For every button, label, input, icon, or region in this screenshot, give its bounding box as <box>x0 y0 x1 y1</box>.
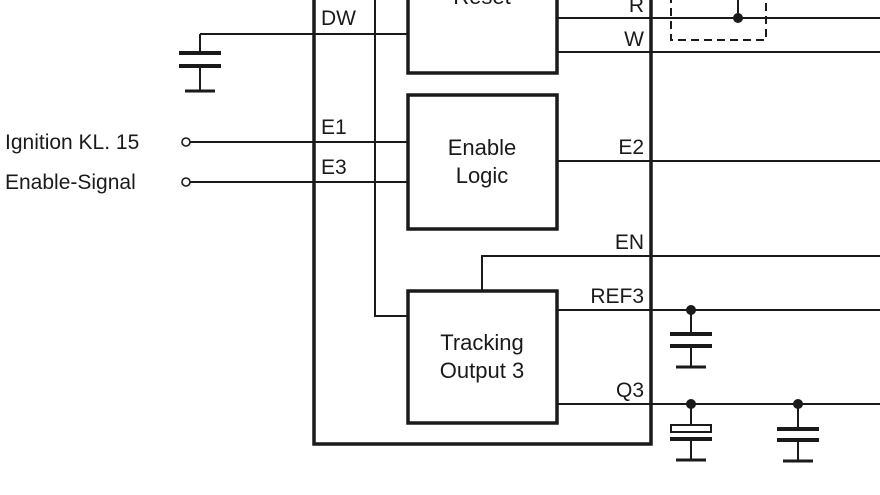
enable-logic-block <box>406 93 559 231</box>
tracking-output-block <box>406 289 559 425</box>
enable-logic-label-2: Logic <box>456 163 509 188</box>
pin-en-label: EN <box>615 231 644 254</box>
pin-e1-label: E1 <box>321 116 347 139</box>
ic-outline <box>312 0 653 446</box>
ref3-capacitor <box>670 310 712 369</box>
pin-dw-label: DW <box>321 7 356 30</box>
tracking-label-2: Output 3 <box>440 358 524 383</box>
pin-e3-label: E3 <box>321 156 347 179</box>
pin-ref3-label: REF3 <box>590 285 644 308</box>
en-wire <box>481 255 880 290</box>
reset-block-label: Reset <box>453 0 510 9</box>
reset-block <box>406 0 559 75</box>
pin-e2-label: E2 <box>618 136 644 159</box>
enable-signal-terminal <box>181 177 191 187</box>
pin-q3-label: Q3 <box>616 379 644 402</box>
pin-r-label: R <box>629 0 644 17</box>
dw-internal-wire <box>374 0 407 317</box>
q3-electrolytic-capacitor <box>670 404 712 462</box>
enable-signal-label: Enable-Signal <box>5 171 136 194</box>
dw-capacitor <box>179 51 221 93</box>
tracking-label-1: Tracking <box>440 330 524 355</box>
enable-logic-label-1: Enable <box>448 135 517 160</box>
r-junction-dot <box>733 13 743 23</box>
ignition-label: Ignition KL. 15 <box>5 131 139 154</box>
ignition-terminal <box>181 137 191 147</box>
q3-capacitor <box>777 404 819 463</box>
dashed-component <box>670 0 767 41</box>
pin-w-label: W <box>624 28 644 51</box>
